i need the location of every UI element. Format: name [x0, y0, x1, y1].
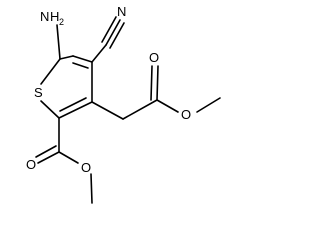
bond-c5-amino: [56, 24, 61, 60]
bond-c3-c2-double: [59, 97, 87, 112]
bond-nitrile-triple-3: [109, 22, 125, 49]
label-amino-n: N: [40, 9, 49, 24]
bond-carbonyl1-o-2: [35, 145, 57, 158]
label-ester2-carbonyl-o: O: [149, 50, 159, 65]
bond-ch2-ccarbonyl: [122, 99, 158, 120]
chemical-structure-diagram: N H 2 N S O O O O: [26, 4, 221, 204]
bond-carbonyl2-o-1: [156, 65, 159, 101]
bond-carbonyl1-o-1: [37, 151, 60, 164]
bond-c5-c5b: [59, 55, 74, 60]
bond-s1-c5: [40, 58, 61, 85]
label-nitrile-n: N: [117, 4, 126, 19]
bond-ccarbonyl-oether: [156, 99, 179, 113]
bond-nitrile-triple-1: [105, 19, 121, 46]
label-amino-h: H: [50, 9, 59, 24]
bond-ccarbonyl1-oether: [58, 151, 79, 164]
label-sulfur: S: [34, 85, 43, 100]
bond-c3-c2: [58, 101, 93, 119]
bond-c5-c4-double: [72, 62, 89, 69]
bond-nitrile-triple-2: [101, 16, 117, 43]
bond-c2-s1: [40, 100, 60, 119]
label-ester1-ether-o: O: [81, 160, 91, 175]
bond-oether-methyl: [196, 97, 221, 113]
bond-c5-c4: [72, 55, 93, 63]
label-ester1-carbonyl-o: O: [26, 157, 36, 172]
bond-c4-cnitrile: [91, 44, 107, 63]
bond-oether1-methyl: [90, 173, 93, 204]
bond-c3-ch2: [91, 101, 124, 120]
bond-carbonyl2-o-2: [150, 65, 153, 101]
label-amino-sub: 2: [59, 17, 64, 27]
label-ester2-ether-o: O: [181, 107, 191, 122]
